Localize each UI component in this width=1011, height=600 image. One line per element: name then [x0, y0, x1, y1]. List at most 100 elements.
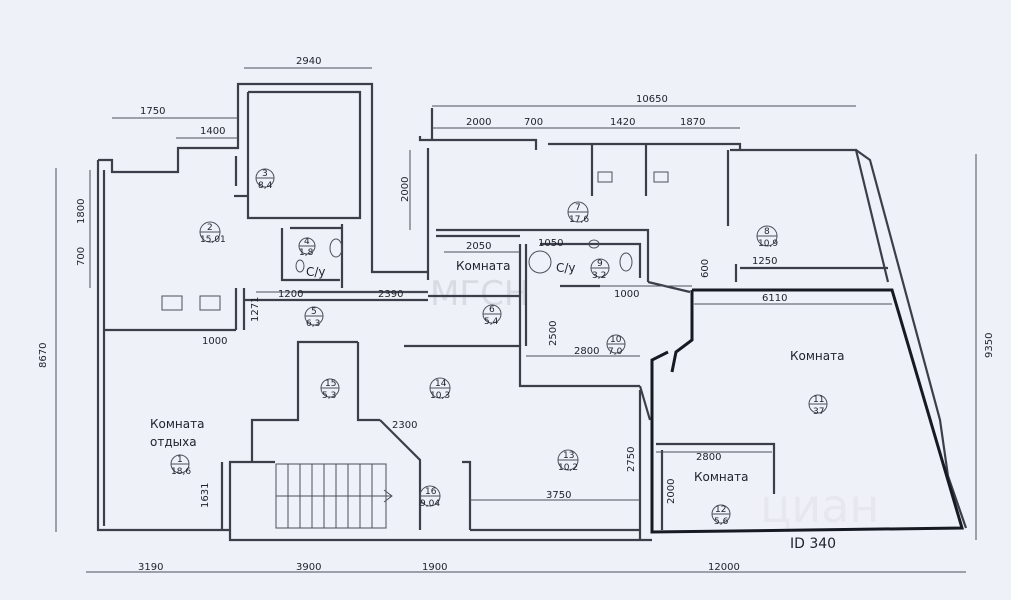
room-number: 3 — [262, 169, 268, 179]
room-area: 1,8 — [299, 248, 314, 258]
room-area: 37 — [813, 407, 824, 417]
room-marker-16: 16 9,04 — [419, 485, 441, 509]
dim-2050: 2050 — [466, 241, 491, 252]
room-area: 7,0 — [608, 347, 623, 357]
room-marker-14: 14 10,3 — [429, 377, 451, 401]
toilet-icon — [329, 238, 343, 258]
room-area: 3,2 — [592, 271, 606, 281]
mgsn-watermark: МГСН — [430, 274, 529, 314]
dim-2940: 2940 — [296, 56, 321, 67]
staircase — [275, 463, 393, 529]
walls — [96, 82, 968, 542]
dim-2000-top: 2000 — [466, 117, 491, 128]
dim-2800-right: 2800 — [696, 452, 721, 463]
room-12-partition — [656, 442, 776, 494]
dim-1200: 1200 — [278, 289, 303, 300]
room-number: 1 — [177, 455, 183, 465]
wash-basin-icon — [653, 171, 669, 183]
room-labels: Комната Комната Комната Комната отдыха С… — [150, 259, 844, 484]
wash-basin-icon — [597, 171, 613, 183]
room-marker-7: 7 17,6 — [567, 201, 589, 225]
dim-12000: 12000 — [708, 562, 740, 573]
room-marker-11: 11 37 — [808, 394, 828, 417]
dim-10650: 10650 — [636, 94, 668, 105]
dim-3900: 3900 — [296, 562, 321, 573]
room-area: 18,6 — [171, 467, 191, 477]
dim-1000-left: 1000 — [202, 336, 227, 347]
room-label-komnata-center: Комната — [456, 259, 510, 273]
room-area: 5,3 — [322, 391, 336, 401]
room-number: 11 — [813, 395, 824, 405]
room-area: 5,4 — [484, 317, 499, 327]
dim-1900: 1900 — [422, 562, 447, 573]
room-number: 4 — [304, 237, 310, 247]
cian-id-watermark: ID 340 — [790, 536, 836, 552]
dim-1250: 1250 — [752, 256, 777, 267]
room-number: 10 — [610, 335, 622, 345]
dim-600: 600 — [700, 259, 711, 278]
room-area: 10,2 — [558, 463, 578, 473]
dim-2300: 2300 — [392, 420, 417, 431]
room-area: 5,6 — [714, 517, 729, 527]
dim-700-left: 700 — [76, 247, 87, 266]
dim-1631: 1631 — [200, 483, 211, 508]
shower-icon — [528, 250, 552, 274]
room-number: 9 — [597, 259, 603, 269]
dimension-labels: 2940 1750 1400 10650 2000 700 1420 1870 … — [38, 56, 995, 573]
room-number: 5 — [311, 307, 317, 317]
dim-9350: 9350 — [984, 333, 995, 358]
room-label-komnata-small: Комната — [694, 470, 748, 484]
room-label-komnata-right: Комната — [790, 349, 844, 363]
sink-icon — [588, 239, 600, 249]
room-marker-13: 13 10,2 — [557, 449, 579, 473]
room-marker-15: 15 5,3 — [320, 378, 340, 401]
room-area: 10,9 — [758, 239, 778, 249]
sink-icon — [295, 259, 305, 273]
dim-1800: 1800 — [76, 199, 87, 224]
room-marker-6: 6 5,4 — [482, 304, 502, 327]
dimension-lines — [55, 67, 977, 573]
room-marker-1: 1 18,6 — [170, 454, 191, 477]
dim-8670: 8670 — [38, 343, 49, 368]
wash-basin-icon — [199, 295, 221, 311]
cian-watermark: циан — [760, 479, 879, 533]
room-marker-4: 4 1,8 — [298, 237, 316, 258]
dim-6110: 6110 — [762, 293, 787, 304]
dim-1271: 1271 — [250, 297, 261, 322]
room-area: 6,3 — [306, 319, 320, 329]
room-area: 10,3 — [430, 391, 450, 401]
room-number: 16 — [425, 487, 437, 497]
room-11-door-edge — [670, 290, 694, 373]
room-area: 8,4 — [258, 181, 273, 191]
dim-2000-small: 2000 — [666, 479, 677, 504]
room-11-outline — [650, 288, 964, 534]
dim-3750: 3750 — [546, 490, 571, 501]
room-label-komnata-otdyha-line2: отдыха — [150, 435, 197, 449]
room-label-su-center: С/у — [556, 261, 576, 275]
dim-3190: 3190 — [138, 562, 163, 573]
dim-2390: 2390 — [378, 289, 403, 300]
room-number: 15 — [325, 379, 336, 389]
toilet-icon — [619, 252, 633, 272]
dim-2000-left: 2000 — [400, 177, 411, 202]
room-area: 15,01 — [200, 235, 226, 245]
dim-1050: 1050 — [538, 238, 563, 249]
dim-1000-center: 1000 — [614, 289, 639, 300]
room-label-su-left: С/у — [306, 265, 326, 279]
room-number: 12 — [715, 505, 726, 515]
room-marker-9: 9 3,2 — [590, 258, 610, 281]
room-number: 2 — [207, 223, 213, 233]
room-area: 9,04 — [420, 499, 440, 509]
room-number: 6 — [489, 305, 495, 315]
room-marker-2: 2 15,01 — [199, 221, 226, 245]
room-marker-10: 10 7,0 — [606, 334, 626, 357]
dim-1870: 1870 — [680, 117, 705, 128]
plumbing-fixtures — [161, 171, 669, 311]
room-number: 13 — [563, 451, 574, 461]
dim-700-top: 700 — [524, 117, 543, 128]
dim-2750: 2750 — [626, 447, 637, 472]
room-number: 14 — [435, 379, 447, 389]
dim-1750: 1750 — [140, 106, 165, 117]
room-marker-5: 5 6,3 — [304, 306, 324, 329]
room-markers: 1 18,6 2 15,01 3 8,4 4 1,8 5 6,3 — [170, 168, 828, 527]
